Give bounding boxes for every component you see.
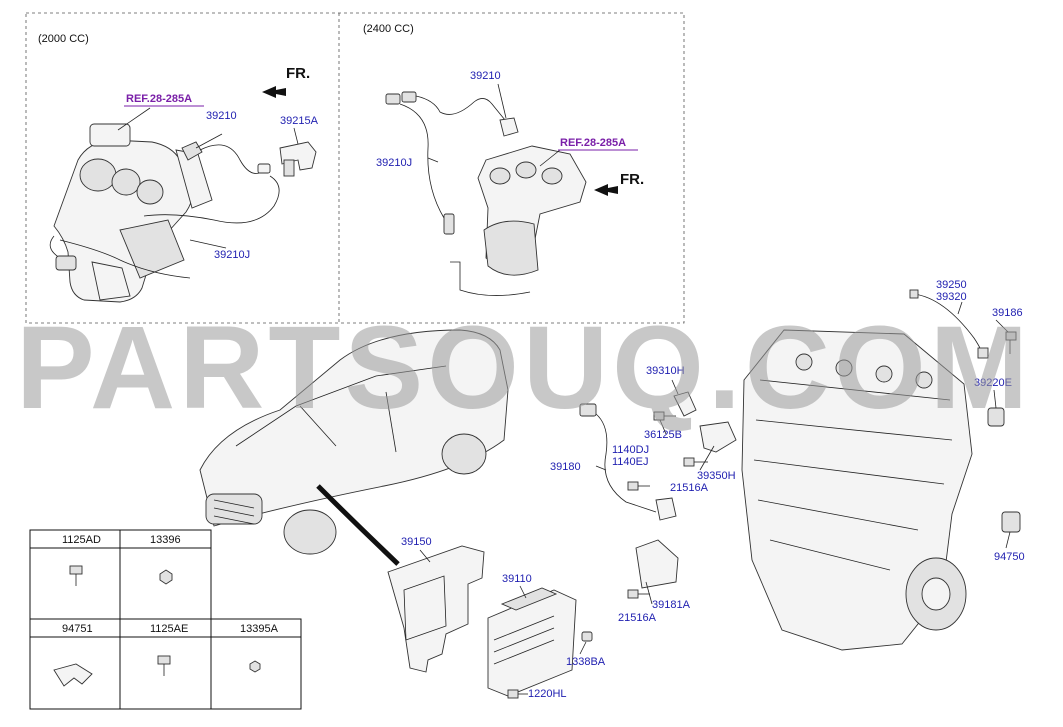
label-21516A-bottom[interactable]: 21516A: [618, 612, 657, 624]
ecu-bracket-39150: [387, 545, 485, 673]
bracket-39215A: [279, 141, 317, 177]
ref-28-285A-left[interactable]: REF.28-285A: [126, 93, 192, 105]
watermark: PARTSOUQ.COM: [16, 302, 1032, 434]
parts-table: [29, 529, 302, 710]
sensor-39310H: [673, 391, 697, 417]
variant-frames: [25, 12, 685, 324]
bolt-21516A-bottom: [627, 589, 650, 599]
front-indicator-right: FR.: [620, 171, 644, 188]
label-39110[interactable]: 39110: [502, 573, 532, 585]
table-nut-13396-icon: [159, 569, 173, 585]
label-39150[interactable]: 39150: [401, 536, 432, 548]
bolt-36125B: [653, 411, 676, 421]
table-nut-13395A-icon: [249, 660, 261, 673]
label-39210J-right[interactable]: 39210J: [376, 157, 412, 169]
bolt-21516A-top: [683, 457, 708, 467]
sensor-94750: [1001, 511, 1021, 533]
leader-lines: [419, 319, 1011, 655]
label-39210-right[interactable]: 39210: [470, 70, 501, 82]
bolt-1220HL: [507, 689, 528, 699]
exhaust-manifold-2000cc: [53, 123, 213, 303]
label-39186[interactable]: 39186: [992, 307, 1023, 319]
bolt-1140: [627, 481, 650, 491]
label-39215A[interactable]: 39215A: [280, 115, 319, 127]
bracket-39350H: [699, 421, 737, 453]
ecu-39110: [487, 587, 577, 697]
label-39210-left[interactable]: 39210: [206, 110, 237, 122]
sensor-39180: [579, 403, 677, 521]
front-indicator-left: FR.: [286, 65, 310, 82]
label-1338BA[interactable]: 1338BA: [566, 656, 606, 668]
sensor-39250: [909, 289, 989, 359]
label-36125B[interactable]: 36125B: [644, 429, 682, 441]
label-39250[interactable]: 39250: [936, 279, 967, 291]
label-39310H[interactable]: 39310H: [646, 365, 685, 377]
table-cell-1125AD[interactable]: 1125AD: [62, 534, 101, 546]
label-39320[interactable]: 39320: [936, 291, 967, 303]
label-1140DJ[interactable]: 1140DJ: [612, 444, 649, 456]
oxygen-sensor-front-2400cc: [385, 91, 519, 137]
label-21516A-top[interactable]: 21516A: [670, 482, 709, 494]
table-clip-94751-icon: [53, 663, 93, 687]
bolt-39186: [1005, 331, 1017, 354]
table-bolt-1125AD-icon: [69, 565, 83, 586]
label-39181A[interactable]: 39181A: [652, 599, 691, 611]
ref-28-285A-right[interactable]: REF.28-285A: [560, 137, 626, 149]
label-94750[interactable]: 94750: [994, 551, 1025, 563]
oxygen-sensor-front-2000cc: [181, 141, 271, 174]
label-39220E[interactable]: 39220E: [974, 377, 1012, 389]
exhaust-manifold-2400cc: [450, 145, 587, 296]
section-title-2000cc: (2000 CC): [38, 33, 89, 45]
label-39350H[interactable]: 39350H: [697, 470, 736, 482]
label-39210J-left[interactable]: 39210J: [214, 249, 250, 261]
front-arrow-icon-right: [594, 184, 618, 196]
label-1140EJ[interactable]: 1140EJ: [612, 456, 649, 468]
section-title-2400cc: (2400 CC): [363, 23, 414, 35]
oxygen-sensor-rear-2000cc: [49, 175, 280, 279]
pointer-stroke: [316, 484, 400, 566]
label-39180[interactable]: 39180: [550, 461, 581, 473]
table-bolt-1125AE-icon: [157, 655, 171, 676]
bracket-39181A: [635, 539, 679, 589]
nut-1338BA: [581, 631, 593, 642]
oxygen-sensor-rear-2400cc: [399, 103, 455, 235]
label-1220HL[interactable]: 1220HL: [528, 688, 567, 700]
engine-block: [741, 329, 973, 651]
table-cell-1125AE[interactable]: 1125AE: [150, 623, 188, 635]
table-cell-13396[interactable]: 13396: [150, 534, 181, 546]
table-cell-94751[interactable]: 94751: [62, 623, 93, 635]
front-arrow-icon-left: [262, 86, 286, 98]
table-cell-13395A[interactable]: 13395A: [240, 623, 279, 635]
